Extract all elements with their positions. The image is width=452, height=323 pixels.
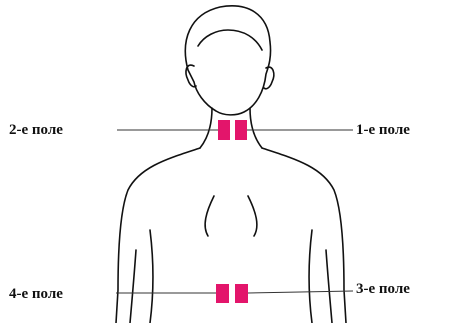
field-4-label: 4-е поле	[9, 285, 63, 303]
left-shoulder-arm	[116, 148, 200, 323]
left-scapula	[205, 196, 214, 236]
right-shoulder-arm	[262, 148, 346, 323]
neck-right	[250, 108, 262, 148]
field-1-label: 1-е поле	[356, 121, 410, 139]
field-3-label: 3-е поле	[356, 280, 410, 298]
field-2-label: 2-е поле	[9, 121, 63, 139]
head-outline	[185, 6, 270, 115]
right-scapula	[248, 196, 257, 236]
electrode-pad-f3	[235, 284, 248, 303]
hair-line	[198, 30, 262, 50]
electrode-pad-f4	[216, 284, 229, 303]
electrode-pad-f2	[218, 120, 230, 140]
neck-left	[200, 108, 212, 148]
left-torso-line	[150, 230, 153, 323]
left-forearm-line	[130, 250, 136, 323]
right-forearm-line	[326, 250, 332, 323]
right-torso-line	[309, 230, 312, 323]
electrode-pad-f1	[235, 120, 247, 140]
leader-line-f3	[248, 291, 353, 293]
